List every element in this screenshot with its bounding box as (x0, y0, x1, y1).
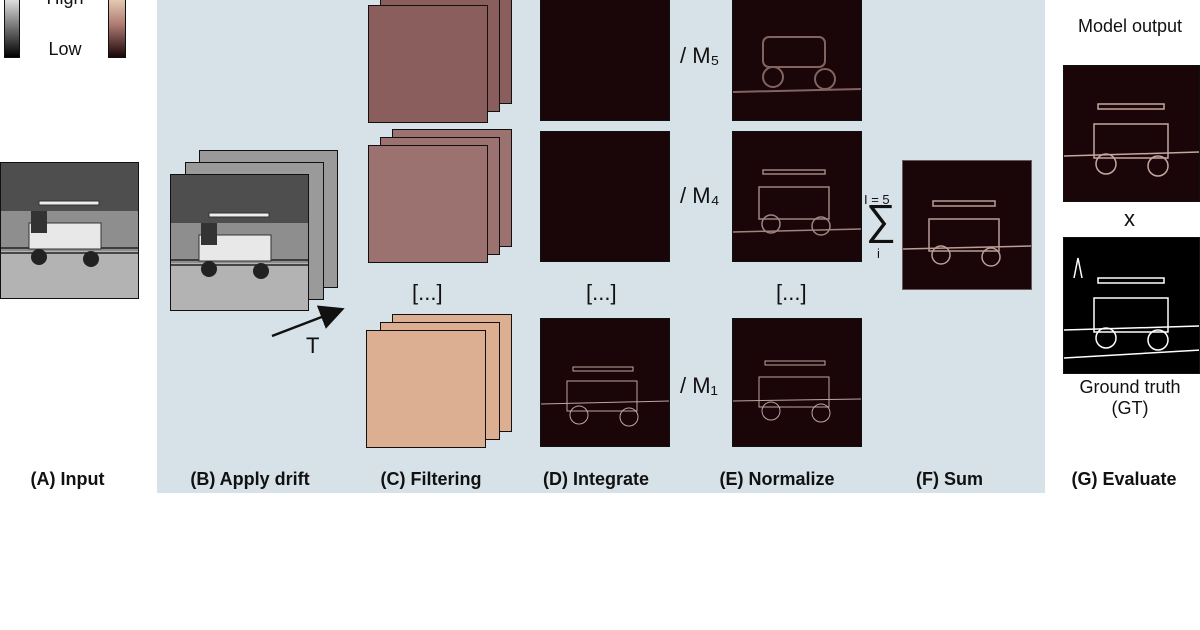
drift-arrow (271, 305, 345, 338)
drift-symbol: T (306, 333, 320, 358)
ground-truth-map (1063, 237, 1200, 374)
caption-apply-drift: (B) Apply drift (190, 469, 310, 489)
norm-label-m1: / M₁ (680, 373, 718, 398)
normalize-ellipsis: [...] (776, 280, 807, 305)
filter-map-mid-front (368, 145, 488, 263)
colorbar-high-label: High (40, 0, 90, 9)
golf-cart-photo-drift (171, 175, 308, 310)
model-output-label: Model output (1077, 16, 1183, 36)
normalize-map-5 (732, 0, 862, 121)
drift-image-front (170, 174, 309, 311)
golf-cart-photo-input (1, 163, 138, 298)
filter-map-bottom-front (366, 330, 486, 448)
integrate-map-5 (540, 0, 670, 121)
colorbar-red (108, 0, 126, 58)
sum-symbol: ∑ (866, 196, 896, 243)
integrate-map-1 (540, 318, 670, 447)
caption-evaluate: (G) Evaluate (1071, 469, 1177, 489)
sum-lower-limit: i (877, 246, 880, 261)
filtering-ellipsis: [...] (412, 280, 443, 305)
multiply-sign: x (1124, 206, 1135, 231)
normalize-map-4 (732, 131, 862, 262)
colorbar-low-label: Low (48, 39, 82, 59)
model-output-edges (1064, 103, 1199, 177)
caption-normalize: (E) Normalize (719, 469, 835, 489)
sum-map-edges (903, 200, 1031, 267)
caption-sum: (F) Sum (916, 469, 983, 489)
ground-truth-edges (1064, 257, 1199, 359)
norm-label-m4: / M₄ (680, 183, 720, 208)
normalize-map-4-edges (733, 169, 861, 236)
integrate-map-4 (540, 131, 670, 262)
sum-map (902, 160, 1032, 290)
sum-upper-limit: I = 5 (864, 192, 890, 207)
ground-truth-label: Ground truth (GT) (1079, 377, 1181, 418)
norm-label-m5: / M₅ (680, 43, 720, 68)
input-image (0, 162, 139, 299)
integrate-ellipsis: [...] (586, 280, 617, 305)
integrate-map-1-edges (541, 366, 669, 427)
filter-map-top-front (368, 5, 488, 123)
caption-filtering: (C) Filtering (380, 469, 482, 489)
normalize-map-1 (732, 318, 862, 447)
caption-input: (A) Input (30, 469, 105, 489)
normalize-map-1-edges (733, 360, 861, 423)
normalize-map-5-edges (733, 36, 861, 93)
caption-integrate: (D) Integrate (542, 469, 649, 489)
model-output-map (1063, 65, 1200, 202)
colorbar-gray (4, 0, 20, 58)
